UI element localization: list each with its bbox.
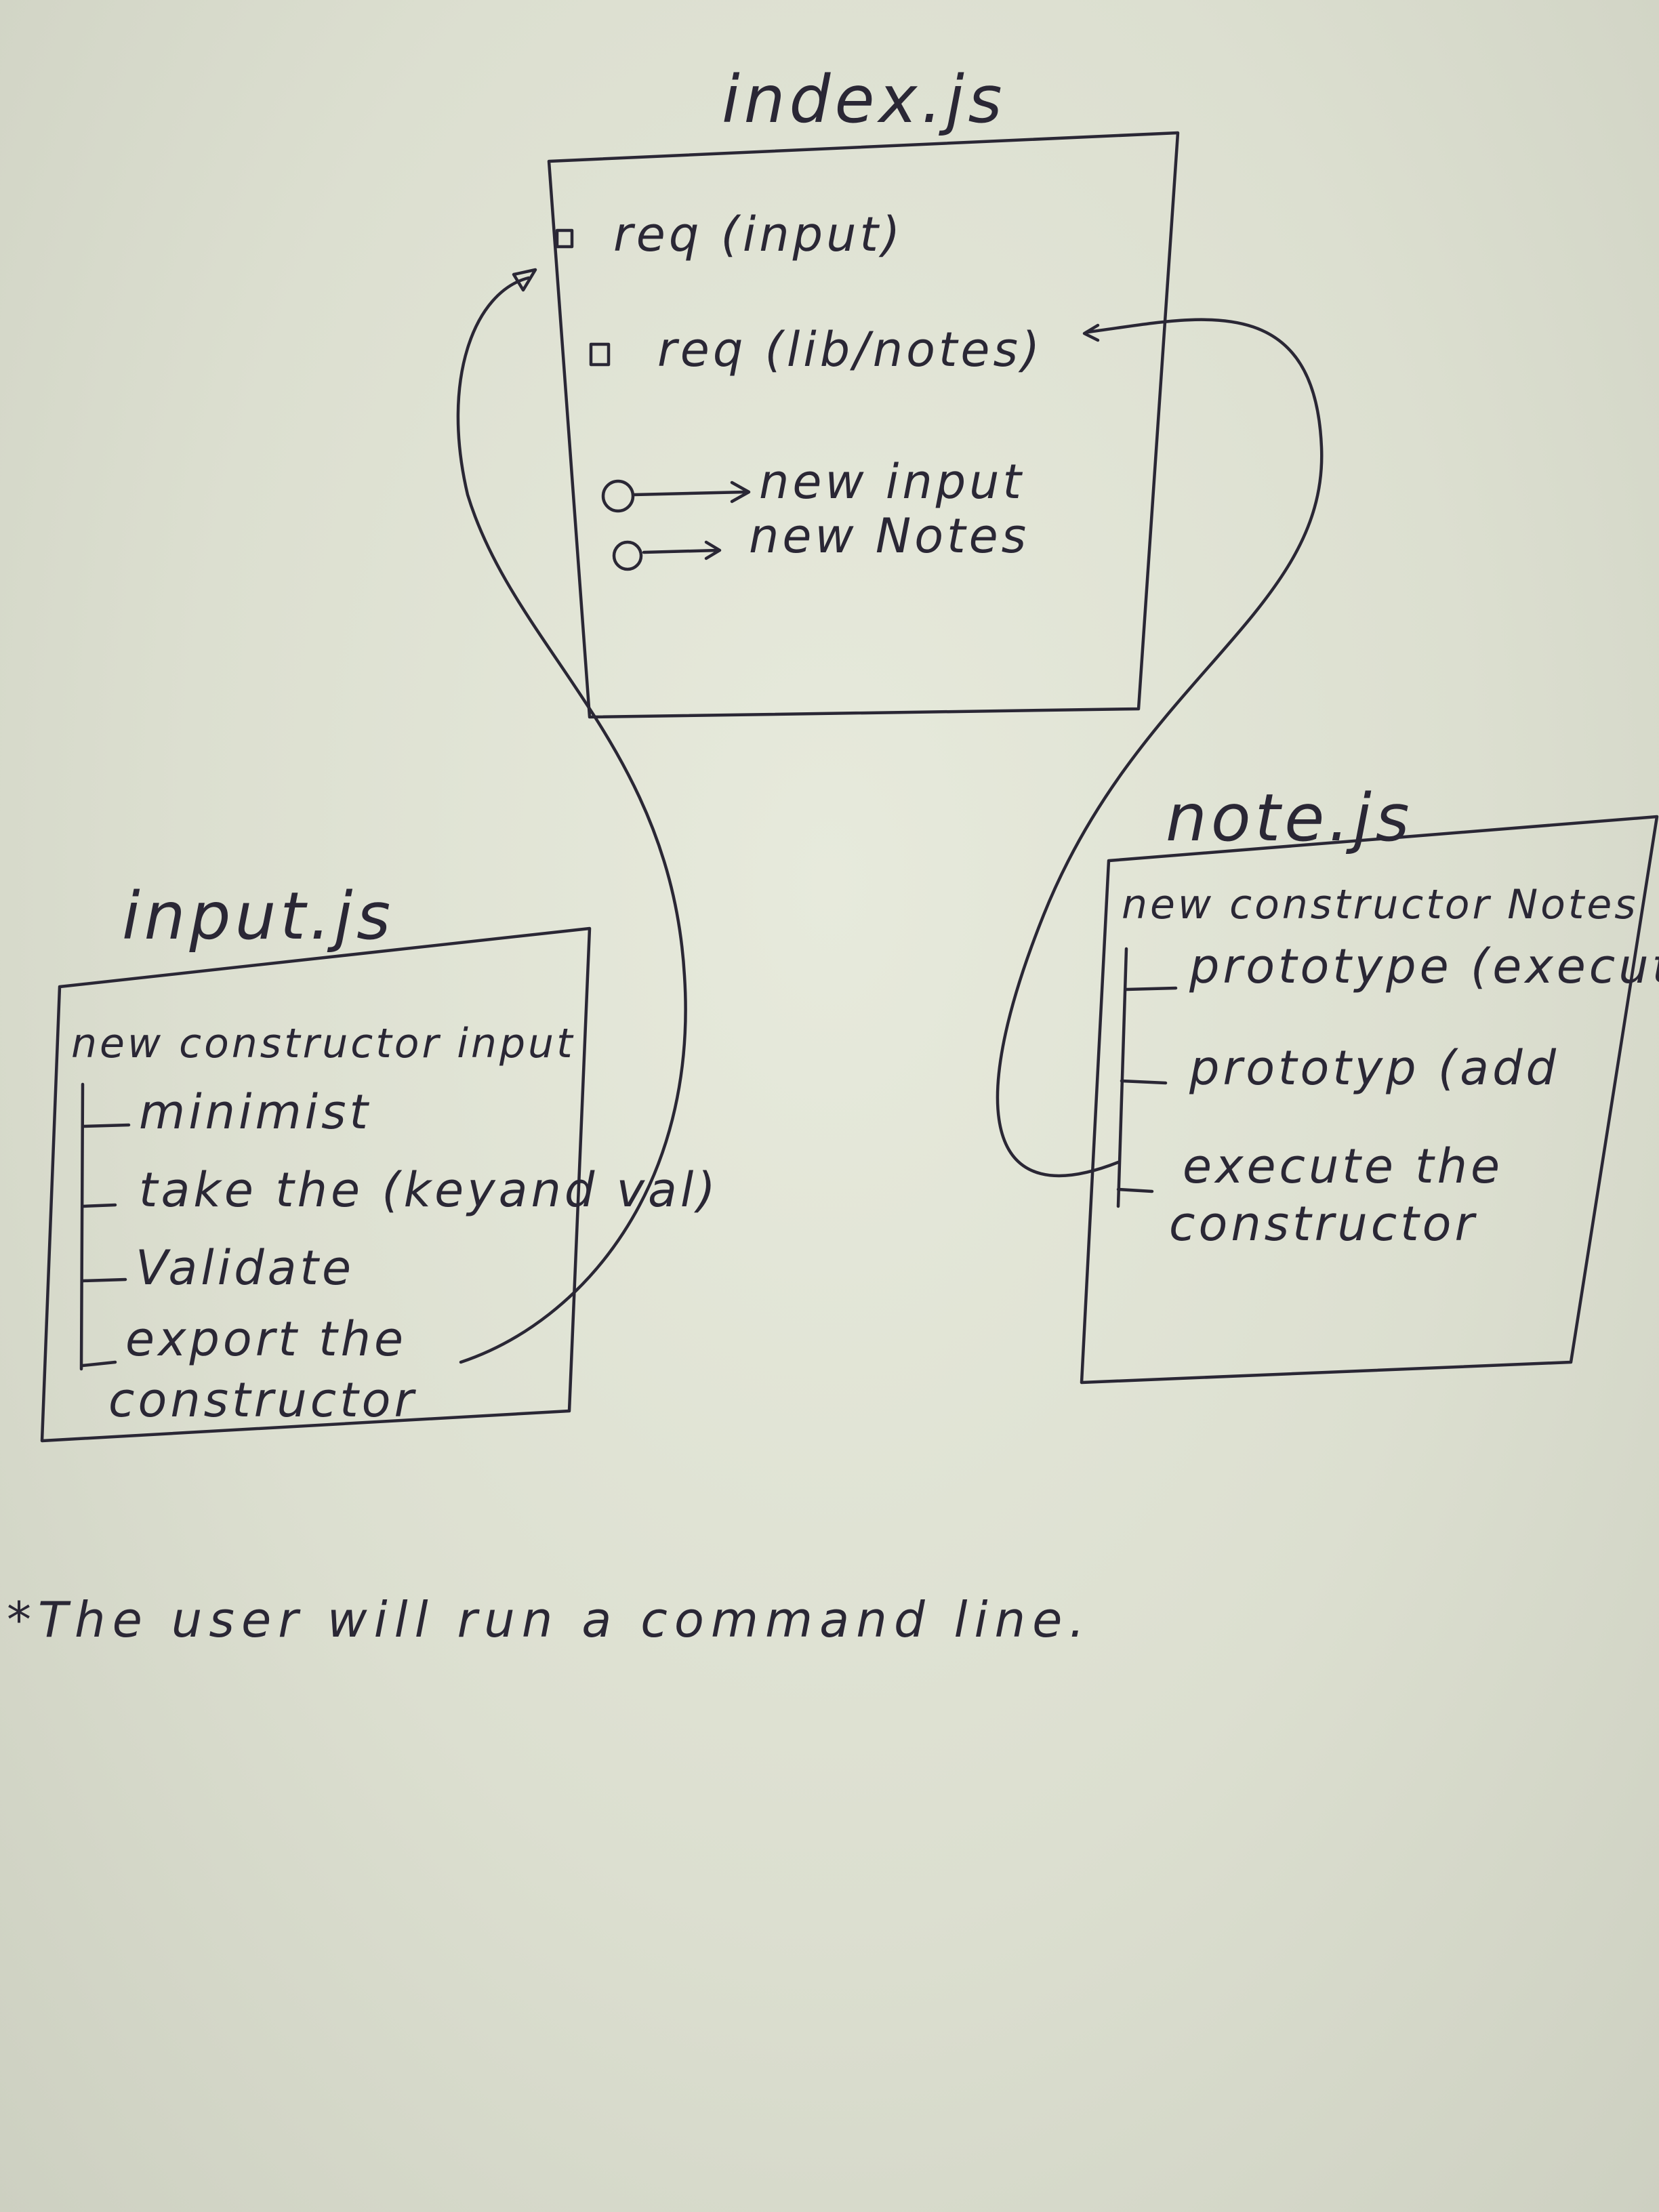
- index-marker-1: [555, 228, 574, 249]
- input-box-outline: [40, 926, 592, 1443]
- notes-item-1: prototype (execute): [1189, 939, 1659, 994]
- notes-bracket-line: [1116, 947, 1128, 1208]
- connector-input-to-index: [456, 276, 687, 1364]
- index-arrow-4: [642, 540, 722, 560]
- index-marker-3: [601, 479, 635, 513]
- index-marker-4: [612, 540, 643, 571]
- input-js-module: input.js new constructor input minimist …: [40, 878, 719, 1443]
- index-item-1: req (input): [613, 207, 903, 262]
- notes-item-3: execute the: [1183, 1139, 1503, 1194]
- index-arrow-3: [632, 480, 751, 504]
- input-item-3: Validate: [136, 1240, 354, 1296]
- input-bracket-line: [79, 1082, 85, 1371]
- index-js-module: index.js req (input) req (lib/notes) new…: [547, 62, 1180, 719]
- index-title: index.js: [722, 62, 1006, 138]
- notes-js-module: note.js new constructor Notes prototype …: [1080, 780, 1659, 1385]
- input-item-4: export the: [125, 1311, 407, 1367]
- notes-title: note.js: [1166, 780, 1413, 856]
- index-item-3: new input: [759, 454, 1025, 510]
- index-item-2: req (lib/notes): [657, 322, 1043, 377]
- input-item-5: constructor: [108, 1372, 417, 1428]
- index-item-4: new Notes: [749, 508, 1029, 564]
- index-marker-2: [589, 342, 611, 367]
- notes-branch-arrows: [1116, 986, 1178, 1193]
- notes-box-outline: [1080, 815, 1659, 1385]
- notes-item-4: constructor: [1169, 1196, 1477, 1252]
- connector-index-to-notes: [996, 318, 1324, 1178]
- connector-arrowhead-notes: [1082, 323, 1100, 342]
- input-title: input.js: [122, 878, 394, 954]
- notes-item-2: prototyp (add: [1189, 1040, 1559, 1096]
- footer-note: *The user will run a command line.: [7, 1591, 1091, 1648]
- input-header: new constructor input: [71, 1020, 575, 1067]
- input-branch-arrows: [81, 1123, 131, 1368]
- input-item-2: take the (keyand val): [139, 1162, 719, 1218]
- input-item-1: minimist: [139, 1084, 371, 1140]
- notes-header: new constructor Notes: [1122, 881, 1639, 928]
- index-box-outline: [547, 131, 1180, 719]
- connector-arrowhead-index: [512, 268, 537, 292]
